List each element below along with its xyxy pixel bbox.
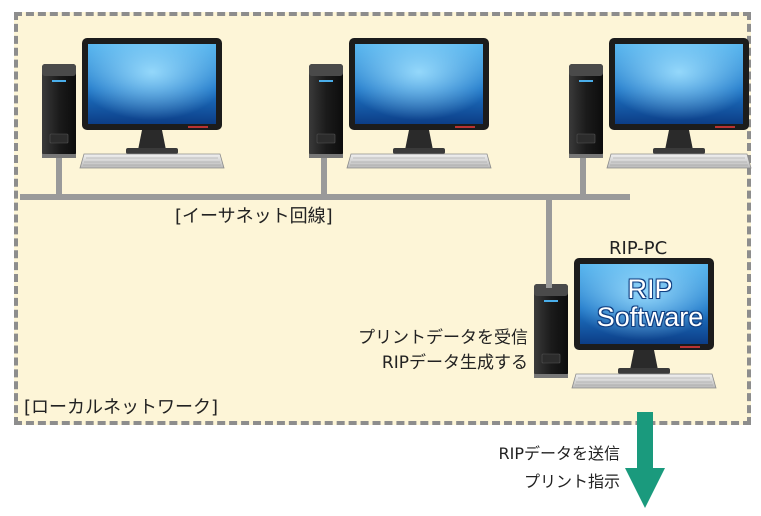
local-network-label: [ローカルネットワーク]	[24, 397, 219, 418]
send-rip-data-label: RIPデータを送信 プリント指示	[400, 440, 621, 496]
receive-line2: RIPデータ生成する	[381, 352, 528, 373]
send-line2: プリント指示	[523, 472, 620, 491]
rip-software-screen-label: RIP Software	[583, 275, 717, 332]
rip-software-line2: Software	[596, 302, 704, 333]
receive-print-data-label: プリントデータを受信 RIPデータ生成する	[318, 326, 528, 375]
rip-software-line1: RIP	[627, 274, 673, 304]
ethernet-line	[20, 158, 630, 288]
ethernet-line-label: [イーサネット回線]	[175, 206, 333, 227]
rip-pc-label: RIP-PC	[609, 238, 668, 259]
receive-line1: プリントデータを受信	[358, 328, 528, 348]
send-line1: RIPデータを送信	[498, 444, 621, 463]
arrow-down-icon	[625, 412, 665, 508]
